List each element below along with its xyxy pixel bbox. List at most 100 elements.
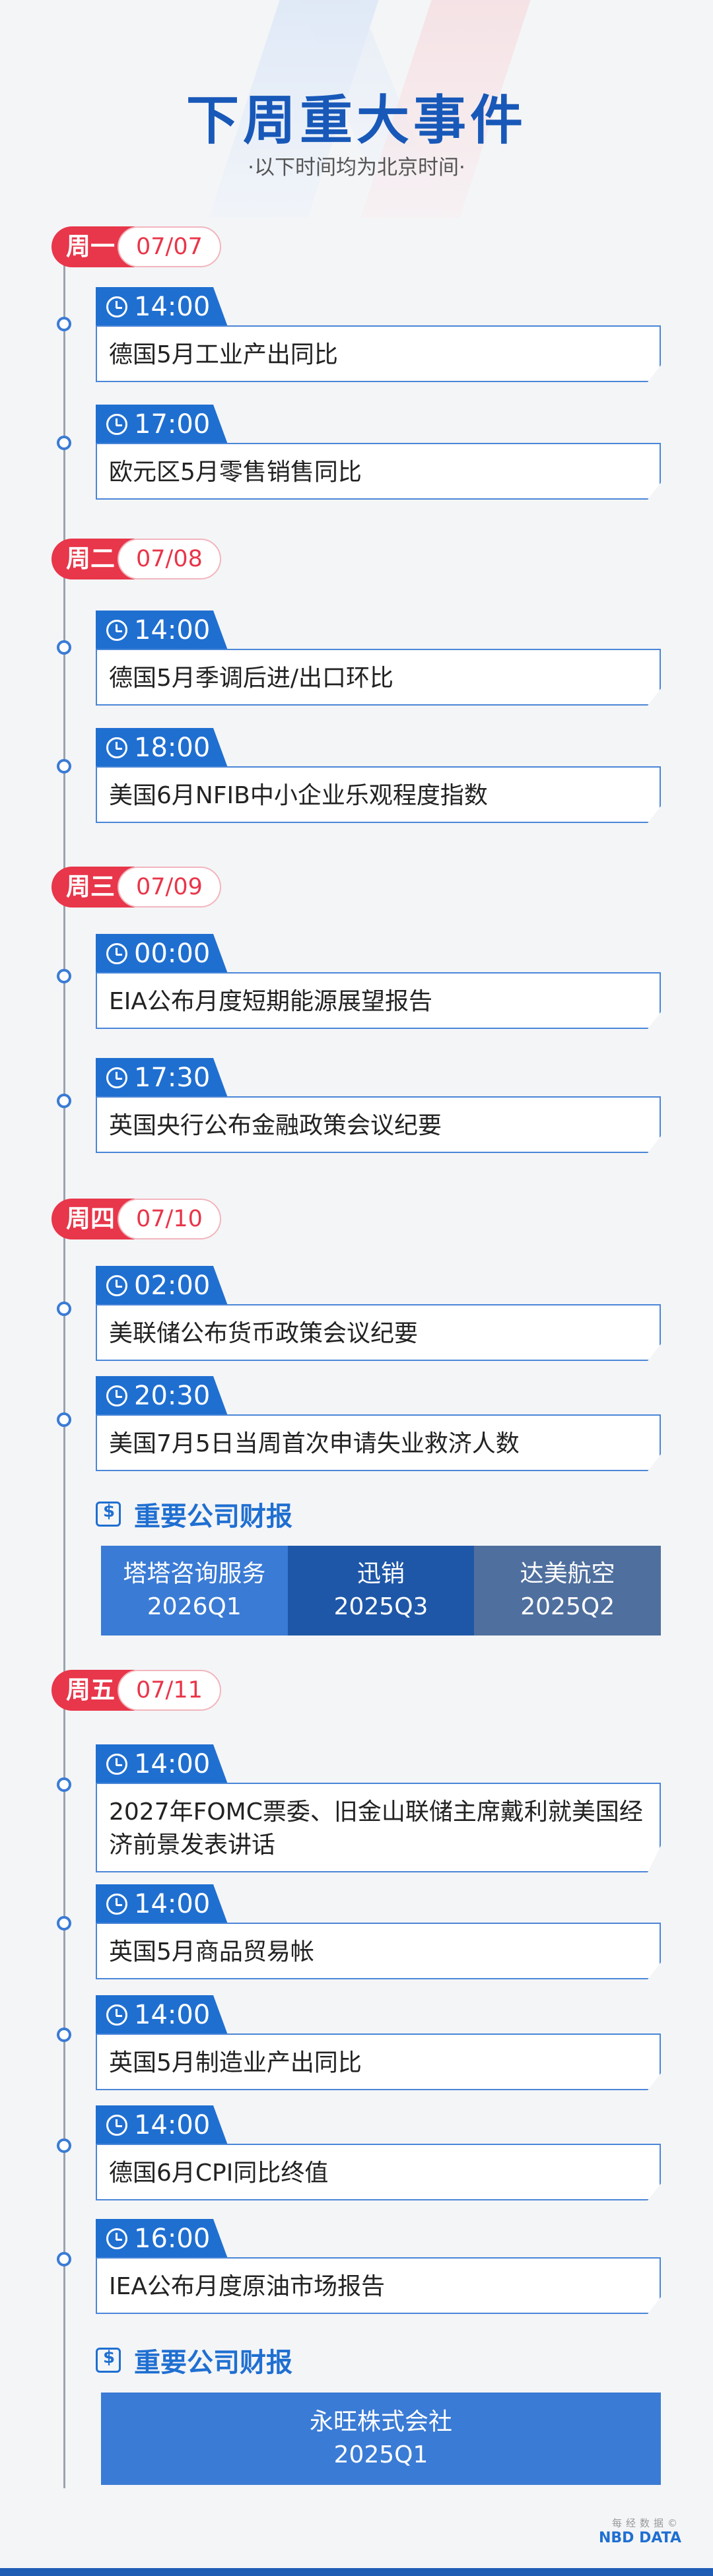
event-time: 20:30 <box>134 1381 211 1411</box>
event-time: 16:00 <box>134 2224 211 2254</box>
timeline-dot <box>57 2138 71 2153</box>
company-period: 2026Q1 <box>147 1593 242 1620</box>
clock-icon <box>106 1067 127 1088</box>
day-header-fri: 周五 07/11 <box>51 1670 221 1711</box>
company-card: 迅销 2025Q3 <box>287 1546 475 1635</box>
clock-icon <box>106 1754 127 1775</box>
company-name: 永旺株式会社 <box>309 2408 452 2435</box>
event-time: 14:00 <box>134 2000 211 2030</box>
event-time: 14:00 <box>134 615 211 645</box>
company-card: 达美航空 2025Q2 <box>474 1546 662 1635</box>
clock-icon <box>106 2228 127 2249</box>
timeline-dot <box>57 640 71 655</box>
logo-mark: © <box>667 2517 681 2529</box>
company-name: 达美航空 <box>520 1560 615 1587</box>
event-description: IEA公布月度原油市场报告 <box>96 2257 661 2314</box>
company-card: 塔塔咨询服务 2026Q1 <box>101 1546 288 1635</box>
timeline-dot <box>57 969 71 983</box>
clock-icon <box>106 414 127 435</box>
time-tab: 14:00 <box>96 287 228 327</box>
company-period: 2025Q3 <box>333 1593 428 1620</box>
event-time: 18:00 <box>134 733 211 763</box>
timeline-dot <box>57 1916 71 1931</box>
timeline-dot <box>57 759 71 774</box>
clock-icon <box>106 2004 127 2026</box>
timeline-dot <box>57 317 71 331</box>
day-header-tue: 周二 07/08 <box>51 539 221 579</box>
bottom-bar <box>0 2568 713 2576</box>
date-label: 07/07 <box>118 226 221 267</box>
logo-cn-text: 每经数据 <box>611 2517 667 2529</box>
timeline-dot <box>57 2252 71 2266</box>
event-time: 00:00 <box>134 939 211 969</box>
timeline-dot <box>57 1777 71 1792</box>
weekday-label: 周三 <box>51 867 135 908</box>
clock-icon <box>106 2115 127 2136</box>
time-tab: 14:00 <box>96 1884 228 1924</box>
logo-en-text: NBD DATA <box>598 2530 681 2546</box>
finance-report-icon <box>96 1502 121 1527</box>
date-label: 07/09 <box>118 867 221 908</box>
date-label: 07/10 <box>118 1199 221 1239</box>
clock-icon <box>106 1385 127 1406</box>
event-description: EIA公布月度短期能源展望报告 <box>96 972 661 1029</box>
day-header-wed: 周三 07/09 <box>51 867 221 908</box>
company-card: 永旺株式会社 2025Q1 <box>101 2393 661 2485</box>
timeline-dot <box>57 2028 71 2042</box>
date-label: 07/11 <box>118 1670 221 1711</box>
time-tab: 14:00 <box>96 2105 228 2145</box>
clock-icon <box>106 1894 127 1915</box>
clock-icon <box>106 296 127 317</box>
timeline-dot <box>57 436 71 450</box>
page-subtitle: ·以下时间均为北京时间· <box>248 156 465 180</box>
event-time: 14:00 <box>134 1889 211 1919</box>
time-tab: 17:00 <box>96 405 228 444</box>
timeline-dot <box>57 1094 71 1108</box>
earnings-company-list: 塔塔咨询服务 2026Q1 迅销 2025Q3 达美航空 2025Q2 <box>101 1546 662 1635</box>
event-time: 17:30 <box>134 1063 211 1093</box>
event-description: 德国5月季调后进/出口环比 <box>96 649 661 706</box>
company-period: 2025Q2 <box>520 1593 615 1620</box>
event-description: 英国5月制造业产出同比 <box>96 2033 661 2090</box>
time-tab: 14:00 <box>96 611 228 650</box>
time-tab: 00:00 <box>96 934 228 974</box>
day-header-mon: 周一 07/07 <box>51 226 221 267</box>
time-tab: 18:00 <box>96 728 228 768</box>
clock-icon <box>106 943 127 964</box>
event-description: 美联储公布货币政策会议纪要 <box>96 1304 661 1361</box>
event-description: 英国央行公布金融政策会议纪要 <box>96 1096 661 1153</box>
company-period: 2025Q1 <box>333 2441 428 2468</box>
earnings-company-list: 永旺株式会社 2025Q1 <box>101 2393 661 2485</box>
event-description: 欧元区5月零售销售同比 <box>96 443 661 500</box>
time-tab: 16:00 <box>96 2219 228 2259</box>
event-description: 德国6月CPI同比终值 <box>96 2144 661 2200</box>
weekday-label: 周一 <box>51 226 135 267</box>
timeline-dot <box>57 1302 71 1316</box>
event-description: 英国5月商品贸易帐 <box>96 1923 661 1979</box>
event-time: 14:00 <box>134 1749 211 1779</box>
earnings-title-label: 重要公司财报 <box>134 2348 292 2378</box>
time-tab: 14:00 <box>96 1995 228 2035</box>
event-time: 17:00 <box>134 409 211 440</box>
earnings-section-title: 重要公司财报 <box>96 1495 292 1533</box>
time-tab: 17:30 <box>96 1058 228 1098</box>
timeline-line <box>63 231 65 2488</box>
earnings-title-label: 重要公司财报 <box>134 1502 292 1532</box>
day-header-thu: 周四 07/10 <box>51 1199 221 1239</box>
event-description: 美国6月NFIB中小企业乐观程度指数 <box>96 766 661 823</box>
time-tab: 20:30 <box>96 1376 228 1416</box>
time-tab: 14:00 <box>96 1744 228 1784</box>
earnings-section-title: 重要公司财报 <box>96 2341 292 2379</box>
company-name: 迅销 <box>357 1560 405 1587</box>
company-name: 塔塔咨询服务 <box>123 1560 266 1587</box>
brand-logo: 每经数据© NBD DATA <box>599 2516 681 2546</box>
clock-icon <box>106 737 127 758</box>
timeline-dot <box>57 1412 71 1427</box>
clock-icon <box>106 620 127 641</box>
clock-icon <box>106 1275 127 1296</box>
date-label: 07/08 <box>118 539 221 579</box>
event-time: 02:00 <box>134 1271 211 1301</box>
page-title: 下周重大事件 <box>186 90 527 151</box>
event-description: 美国7月5日当周首次申请失业救济人数 <box>96 1414 661 1471</box>
event-description: 2027年FOMC票委、旧金山联储主席戴利就美国经济前景发表讲话 <box>96 1783 661 1872</box>
